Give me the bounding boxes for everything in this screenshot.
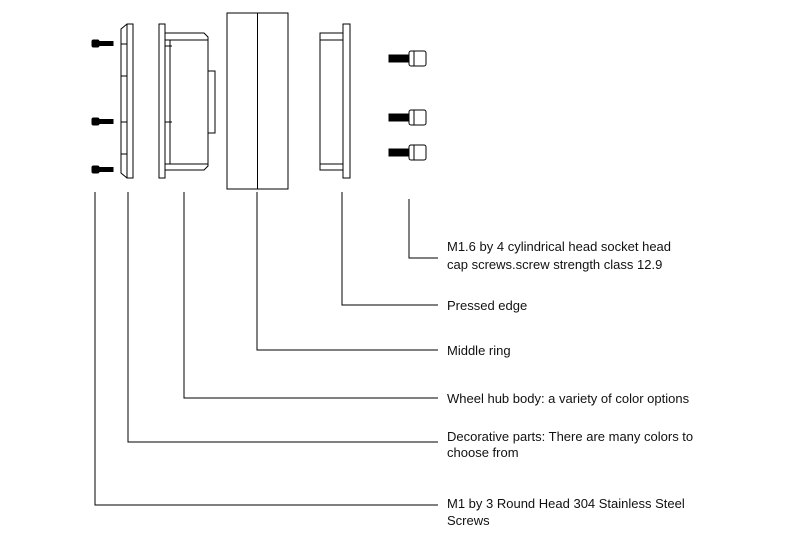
pressed-edge (319, 23, 351, 179)
leader-decorative (127, 192, 438, 443)
socket-head-screws (388, 50, 427, 161)
socket-head-screw-3 (388, 144, 427, 161)
round-head-screw-3 (91, 165, 114, 174)
label-socket-screws-line2: cap screws.screw strength class 12.9 (447, 257, 662, 272)
socket-head-screw-1 (388, 50, 427, 67)
labels: M1.6 by 4 cylindrical head socket head c… (447, 239, 693, 528)
label-round-screws: M1 by 3 Round Head 304 Stainless Steel (447, 496, 685, 511)
round-head-screw-1 (91, 39, 114, 48)
label-decorative-line2: choose from (447, 445, 519, 460)
decorative-plate (120, 23, 134, 179)
socket-head-screw-2 (388, 109, 427, 126)
leader-socket-screws (408, 199, 438, 259)
wheel-hub-body (158, 23, 216, 179)
label-decorative: Decorative parts: There are many colors … (447, 429, 693, 444)
round-head-screw-2 (91, 117, 114, 126)
leader-hub-body (183, 192, 438, 399)
leader-middle-ring (256, 192, 438, 351)
round-head-screws (91, 39, 114, 174)
label-pressed-edge: Pressed edge (447, 298, 527, 313)
label-round-screws-line2: Screws (447, 513, 490, 528)
label-hub-body: Wheel hub body: a variety of color optio… (447, 391, 690, 406)
leader-round-screws (94, 192, 438, 506)
leader-pressed-edge (341, 192, 438, 306)
label-middle-ring: Middle ring (447, 343, 511, 358)
leader-lines (94, 192, 438, 506)
middle-ring (226, 12, 289, 190)
label-socket-screws: M1.6 by 4 cylindrical head socket head (447, 239, 671, 254)
